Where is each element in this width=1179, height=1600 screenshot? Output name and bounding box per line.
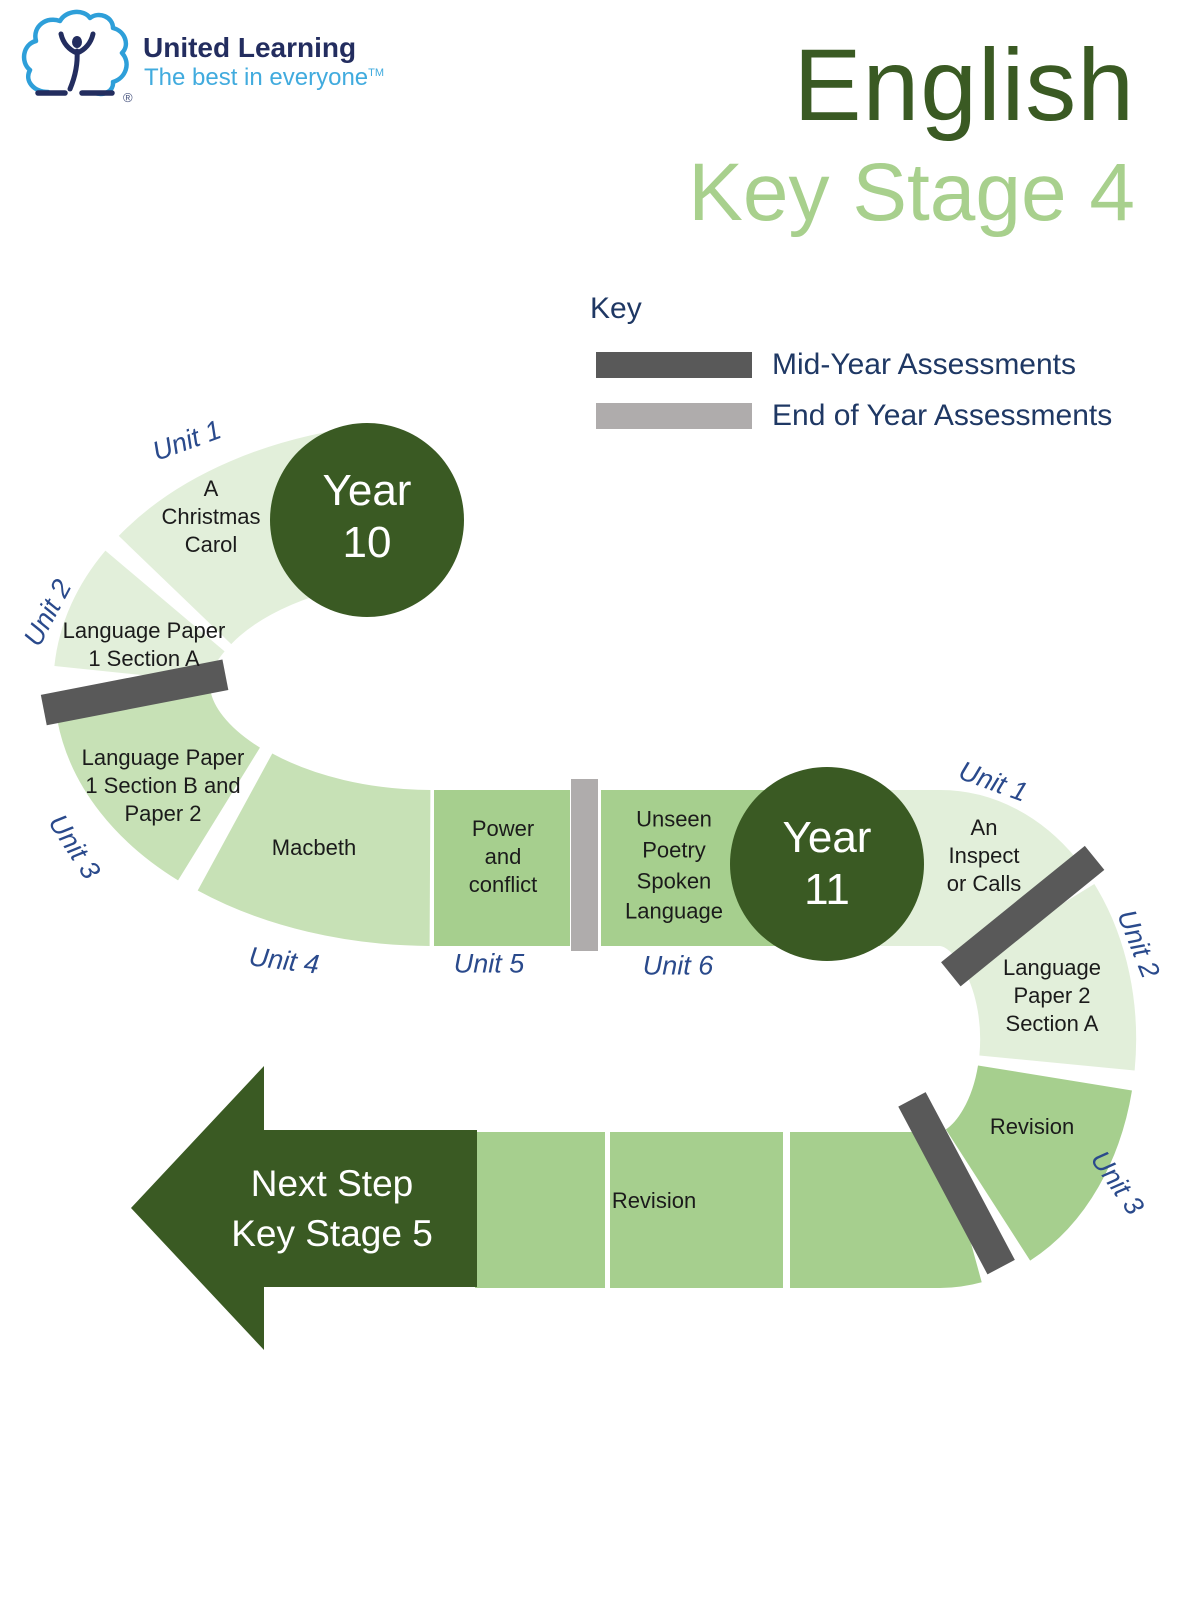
legend-label-midyear: Mid-Year Assessments bbox=[772, 348, 1077, 381]
subject-title: English bbox=[793, 28, 1135, 142]
segment-y10-unit2 bbox=[54, 550, 226, 685]
logo-tagline: The best in everyoneTM bbox=[144, 64, 384, 92]
y10-unit5-title: Power and conflict bbox=[468, 815, 538, 898]
segment-y11-unit3-revision bbox=[943, 1063, 1132, 1261]
legend-swatch-endofyear bbox=[596, 403, 752, 429]
endofyear-assessment-bar-y10 bbox=[571, 779, 598, 951]
year-11-badge: Year 11 bbox=[782, 813, 872, 914]
midyear-assessment-bar-y10 bbox=[40, 659, 229, 726]
midyear-assessment-bar-y11-spring bbox=[898, 1092, 1015, 1275]
segment-y11-unit1 bbox=[880, 789, 1077, 960]
key-stage-title: Key Stage 4 bbox=[688, 147, 1135, 238]
logo-person-head-icon bbox=[72, 36, 82, 48]
next-step-label: Next Step Key Stage 5 bbox=[231, 1163, 433, 1254]
y10-unit1-title: A Christmas Carol bbox=[161, 475, 261, 558]
logo-tagline-text: The best in everyone bbox=[144, 64, 369, 91]
segment-y11-unit2 bbox=[960, 883, 1137, 1071]
y11-unit3-title: Revision bbox=[989, 1113, 1075, 1139]
y10-unit5-label: Unit 5 bbox=[453, 948, 525, 979]
year-11-circle bbox=[730, 767, 924, 961]
legend-label-endofyear: End of Year Assessments bbox=[772, 399, 1113, 432]
united-learning-logo: ® bbox=[21, 9, 133, 105]
logo-person-body-icon bbox=[58, 31, 96, 92]
logo-tree-canopy-icon bbox=[21, 9, 129, 97]
y11-unit2-title: Language Paper 2 Section A bbox=[1003, 954, 1101, 1037]
page-title: English Key Stage 4 bbox=[688, 34, 1135, 234]
logo-name: United Learning bbox=[143, 32, 357, 63]
logo-registered-mark: ® bbox=[123, 90, 133, 105]
y10-unit3-title: Language Paper 1 Section B and Paper 2 bbox=[81, 744, 245, 827]
segment-y10-unit3 bbox=[57, 688, 262, 881]
y10-unit6-title: Unseen Poetry Spoken Language bbox=[625, 806, 723, 924]
segment-y10-unit4 bbox=[197, 752, 432, 946]
year-10-circle bbox=[270, 423, 464, 617]
legend-heading: Key bbox=[590, 292, 642, 325]
year-10-badge: Year 10 bbox=[322, 466, 412, 567]
logo-tm-mark: TM bbox=[368, 67, 385, 79]
y10-unit4-title: Macbeth bbox=[271, 834, 357, 860]
midyear-assessment-bar-y11 bbox=[941, 845, 1105, 987]
y10-unit2-title: Language Paper 1 Section A bbox=[62, 617, 226, 671]
y10-unit6-label: Unit 6 bbox=[642, 950, 714, 981]
segment-y11-bottom-curve bbox=[790, 1131, 982, 1288]
y11-unit1-title: An Inspect or Calls bbox=[946, 814, 1022, 897]
next-step-arrow bbox=[131, 1066, 477, 1350]
legend-swatch-midyear bbox=[596, 352, 752, 378]
y11-revision-bottom-title: Revision bbox=[611, 1187, 697, 1213]
